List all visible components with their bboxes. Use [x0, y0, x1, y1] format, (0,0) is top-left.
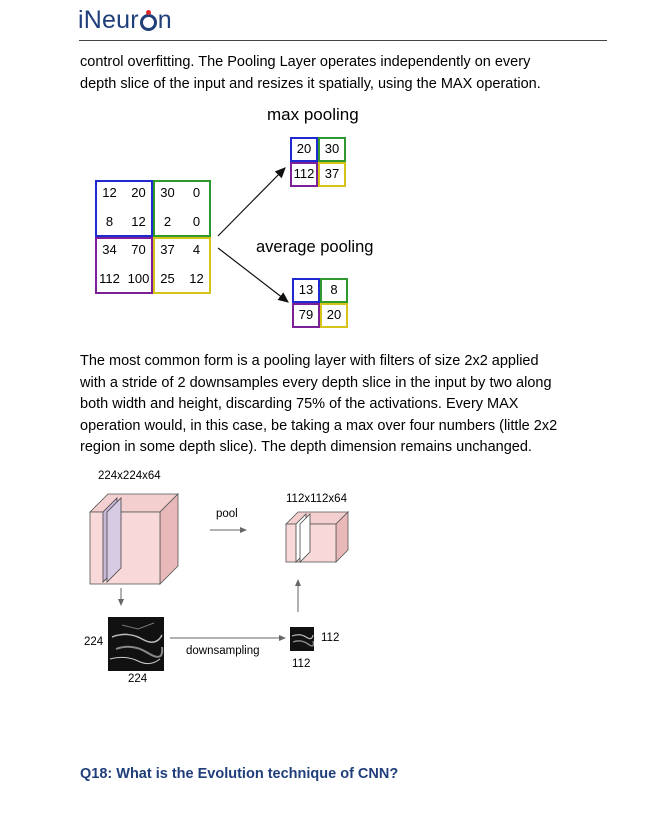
input-cell: 20	[131, 185, 146, 200]
activation-texture-icon	[109, 622, 164, 665]
max-cell: 112	[293, 166, 315, 181]
max-pooling-label: max pooling	[267, 105, 359, 124]
logo-o-icon	[139, 10, 157, 31]
downsampling-label: downsampling	[186, 645, 260, 657]
input-cell: 2	[163, 213, 172, 229]
input-activation-image	[108, 617, 164, 671]
max-cell: 37	[324, 166, 340, 181]
max-result-grid: 20 30 112 37	[290, 137, 346, 187]
paragraph-2-line: The most common form is a pooling layer …	[80, 353, 539, 369]
max-cell-border	[318, 137, 346, 162]
avg-cell-border	[320, 278, 348, 303]
paragraph-2-line: region in some depth slice). The depth d…	[80, 439, 532, 455]
question-heading: Q18: What is the Evolution technique of …	[80, 766, 399, 782]
quadrant-topleft	[95, 180, 153, 237]
paragraph-1-line: control overfitting. The Pooling Layer o…	[80, 54, 531, 70]
paragraph-1-line: depth slice of the input and resizes it …	[80, 75, 541, 92]
avg-arrow	[217, 247, 289, 303]
big-volume-label: 224x224x64	[98, 470, 161, 482]
paragraph-2-line: with a stride of 2 downsamples every dep…	[80, 374, 552, 391]
input-cell: 25	[160, 270, 175, 286]
right-side-dim: 112	[321, 632, 340, 644]
small-volume-label: 112x112x64	[286, 493, 347, 505]
max-arrow	[217, 167, 286, 237]
input-cell: 12	[189, 270, 204, 286]
max-cell-border	[318, 162, 346, 187]
paragraph-2: The most common form is a pooling layer …	[80, 351, 610, 459]
quadrant-topright	[153, 180, 211, 237]
avg-cell: 13	[298, 282, 314, 297]
avg-cell: 79	[298, 307, 314, 322]
input-cell: 30	[160, 185, 175, 200]
max-cell-border	[290, 137, 318, 162]
input-cell: 8	[105, 213, 114, 229]
avg-result-grid: 13 8 79 20	[292, 278, 348, 328]
input-cell: 37	[160, 242, 175, 257]
input-cell: 12	[102, 185, 117, 200]
quadrant-bottomleft	[95, 237, 153, 294]
input-cell: 112	[99, 270, 120, 286]
avg-cell-border	[292, 303, 320, 328]
avg-cell: 8	[330, 282, 338, 297]
header-divider	[79, 40, 607, 41]
small-volume	[285, 511, 349, 563]
paragraph-2-line: both width and height, discarding 75% of…	[80, 396, 519, 412]
input-cell: 4	[192, 242, 201, 257]
quadrant-bottomright	[153, 237, 211, 294]
avg-cell-border	[320, 303, 348, 328]
input-cell: 100	[127, 270, 150, 286]
pool-label: pool	[216, 508, 238, 520]
average-pooling-label: average pooling	[256, 238, 374, 256]
input-cell: 70	[131, 242, 146, 257]
input-cell: 12	[131, 213, 146, 229]
output-activation-image	[290, 627, 315, 651]
avg-cell-border	[292, 278, 320, 303]
right-bottom-dim: 112	[292, 658, 311, 670]
big-volume	[89, 493, 179, 585]
left-bottom-dim: 224	[128, 673, 148, 685]
max-cell: 30	[324, 141, 340, 156]
input-cell: 34	[102, 242, 117, 257]
avg-cell: 20	[326, 307, 342, 322]
left-side-dim: 224	[84, 636, 104, 648]
activation-texture-icon	[291, 634, 315, 647]
input-cell: 0	[192, 213, 201, 229]
input-cell: 0	[192, 185, 201, 200]
paragraph-1: control overfitting. The Pooling Layer o…	[80, 52, 610, 95]
max-cell-border	[290, 162, 318, 187]
paragraph-2-line: operation would, in this case, be taking…	[80, 417, 558, 434]
max-cell: 20	[296, 141, 312, 156]
